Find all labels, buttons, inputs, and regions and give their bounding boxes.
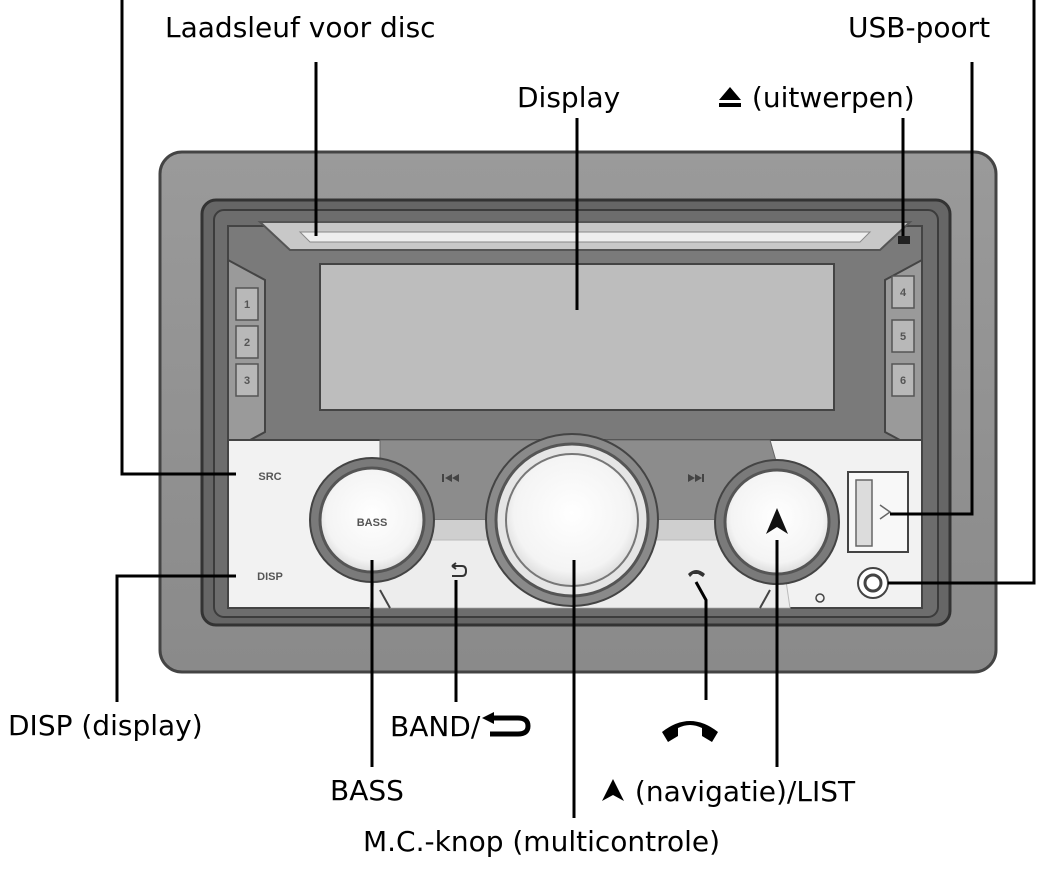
- label-band: BAND/: [390, 712, 532, 741]
- preset-button-1[interactable]: [235, 287, 259, 321]
- leader-lines: [115, 0, 1036, 818]
- preset-button-5[interactable]: [891, 319, 915, 353]
- label-eject: (uitwerpen): [717, 84, 915, 112]
- bass-marking: BASS: [357, 517, 388, 529]
- navigation-arrow-icon: [766, 508, 788, 534]
- preset-label-2: 2: [244, 337, 250, 349]
- eject-button[interactable]: [898, 236, 910, 244]
- preset-label-5: 5: [900, 331, 906, 343]
- preset-buttons-right: 4 5 6: [884, 258, 923, 454]
- label-mc-knob: M.C.-knop (multicontrole): [363, 825, 721, 858]
- usb-port[interactable]: [847, 471, 909, 553]
- prev-track-icon[interactable]: [442, 474, 459, 482]
- eject-text: (uitwerpen): [751, 81, 915, 114]
- label-navigation: (navigatie)/LIST: [600, 777, 855, 806]
- next-track-icon[interactable]: [688, 474, 704, 482]
- preset-button-2[interactable]: [235, 325, 259, 359]
- eject-icon: [719, 87, 741, 107]
- preset-button-6[interactable]: [891, 363, 915, 397]
- aux-jack[interactable]: [857, 567, 889, 599]
- preset-buttons-left: 1 2 3: [227, 258, 266, 454]
- phone-handset-icon[interactable]: [688, 570, 705, 577]
- label-display: Display: [517, 81, 621, 114]
- preset-button-3[interactable]: [235, 363, 259, 397]
- phone-handset-icon-label: [662, 721, 718, 742]
- label-disc-slot: Laadsleuf voor disc: [165, 11, 436, 44]
- preset-label-4: 4: [900, 287, 907, 299]
- navigation-knob[interactable]: [714, 459, 840, 585]
- label-disp: DISP (display): [8, 709, 203, 742]
- disp-marking: DISP: [257, 571, 283, 583]
- label-bass: BASS: [330, 774, 404, 807]
- navigation-arrow-icon-label: [602, 779, 624, 801]
- back-arrow-icon-label: [482, 712, 531, 737]
- src-marking: SRC: [258, 471, 281, 483]
- preset-label-6: 6: [900, 375, 906, 387]
- back-arrow-icon[interactable]: [451, 562, 468, 577]
- band-text: BAND/: [390, 710, 481, 743]
- preset-label-1: 1: [244, 299, 250, 311]
- preset-label-3: 3: [244, 375, 250, 387]
- navigation-text: (navigatie)/LIST: [634, 775, 856, 808]
- preset-button-4[interactable]: [891, 275, 915, 309]
- label-phone: [656, 712, 724, 747]
- multi-control-knob[interactable]: [485, 433, 659, 607]
- label-usb-port: USB-poort: [848, 11, 991, 44]
